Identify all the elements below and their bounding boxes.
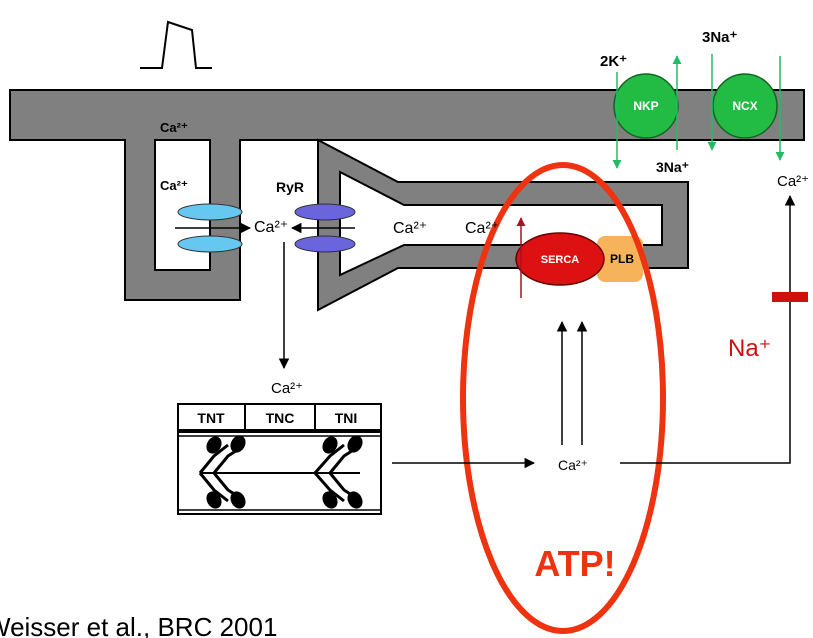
ca-label-serca-uptake: Ca²⁺ [465, 220, 499, 237]
ncx-na-label: 3Na⁺ [702, 29, 738, 46]
na-block-bar [772, 292, 808, 302]
ca-label-t-tubule-top: Ca²⁺ [160, 120, 188, 135]
l-type-channel-top [178, 204, 242, 220]
ncx-label: NCX [732, 99, 757, 113]
ryr-channel-bottom [295, 236, 355, 252]
ca-label-dyad: Ca²⁺ [254, 219, 288, 236]
nkp-na-label: 3Na⁺ [656, 159, 689, 175]
ca-label-t-tubule-mid: Ca²⁺ [160, 178, 188, 193]
cytosol-to-ncx-path [620, 196, 790, 463]
ryr-label: RyR [276, 179, 304, 195]
nkp-label: NKP [633, 99, 658, 113]
plb-label: PLB [610, 252, 634, 266]
ca-label-ncx-out: Ca²⁺ [777, 173, 809, 190]
nkp-k-label: 2K⁺ [600, 53, 627, 70]
ca-label-sr-lumen: Ca²⁺ [393, 220, 427, 237]
ca-label-myofilament: Ca²⁺ [271, 380, 303, 397]
ca-label-cytosol: Ca²⁺ [558, 457, 588, 473]
tnt-label: TNT [197, 410, 225, 426]
action-potential-trace [140, 22, 212, 68]
tni-label: TNI [335, 410, 358, 426]
serca-label: SERCA [541, 254, 580, 266]
l-type-channel-bottom [178, 236, 242, 252]
atp-label: ATP! [534, 543, 615, 584]
ryr-channel-top [295, 204, 355, 220]
na-plus-label: Na⁺ [728, 335, 771, 362]
citation: Weisser et al., BRC 2001 [0, 612, 277, 638]
tnc-label: TNC [266, 410, 295, 426]
